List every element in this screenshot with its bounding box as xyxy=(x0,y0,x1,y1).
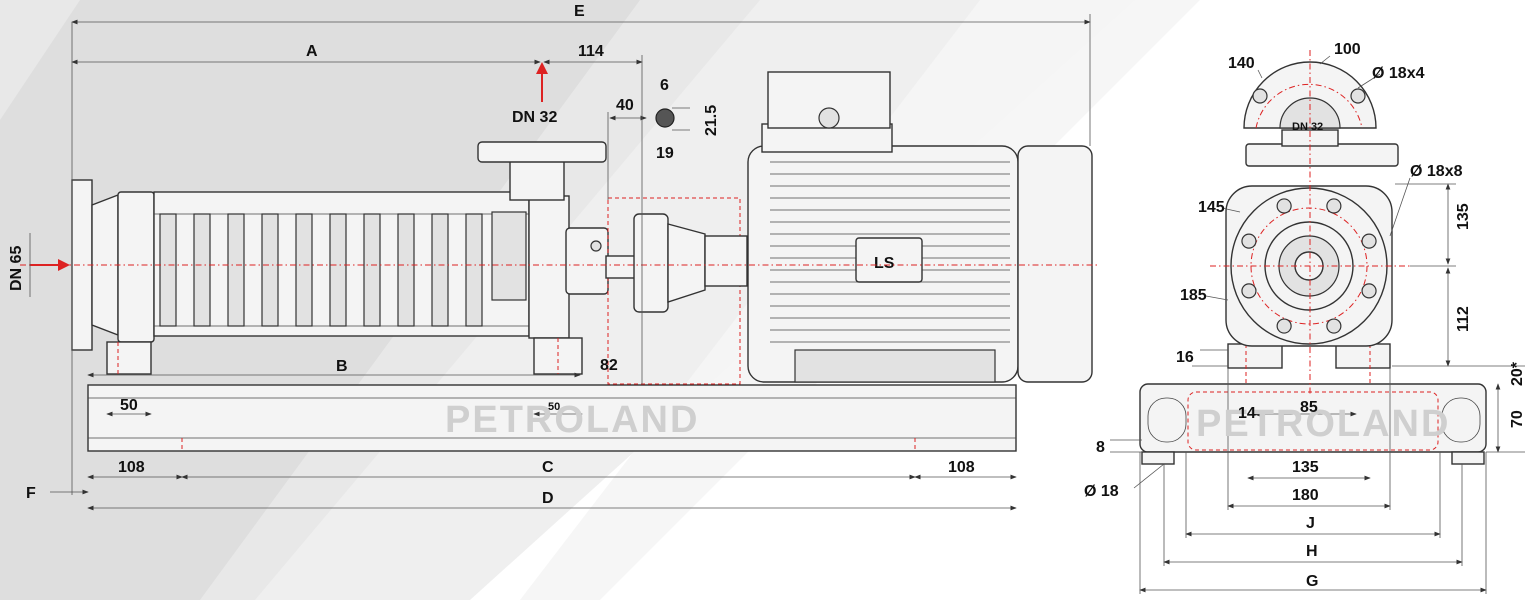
dim-base-hole: Ø 18 xyxy=(1084,483,1119,500)
side-dimension-lines xyxy=(29,14,1091,511)
dim-J: J xyxy=(1306,515,1315,532)
dim-shaft-len: 40 xyxy=(616,97,634,114)
label-inlet-dn: DN 65 xyxy=(8,246,25,291)
dim-8: 8 xyxy=(1096,439,1105,456)
dim-D: D xyxy=(542,490,554,507)
dim-100: 100 xyxy=(1334,41,1361,58)
pump-body xyxy=(117,141,609,343)
coupling xyxy=(605,197,748,385)
end-dimension-lines xyxy=(1110,55,1525,594)
dim-108-right: 108 xyxy=(948,459,975,476)
dim-C: C xyxy=(542,459,554,476)
dim-20: 20* xyxy=(1509,361,1526,386)
motor: LS xyxy=(747,71,1093,383)
end-feet xyxy=(1227,343,1391,384)
watermark-end: PETROLAND xyxy=(1196,403,1450,445)
dim-G: G xyxy=(1306,573,1318,590)
dim-A: A xyxy=(306,43,318,60)
dim-108-left: 108 xyxy=(118,459,145,476)
end-base xyxy=(1139,383,1487,465)
dim-F: F xyxy=(26,485,36,502)
dim-85: 85 xyxy=(1300,399,1318,416)
dim-185: 185 xyxy=(1180,287,1207,304)
dim-outlet-holes: Ø 18x4 xyxy=(1372,65,1425,82)
dim-B: B xyxy=(336,358,348,375)
end-outlet xyxy=(1210,50,1410,396)
dim-112: 112 xyxy=(1455,306,1472,332)
base-frame xyxy=(87,384,1017,452)
side-view: LS xyxy=(20,14,1100,511)
dim-145: 145 xyxy=(1198,199,1225,216)
dim-H: H xyxy=(1306,543,1318,560)
svg-text:LS: LS xyxy=(874,255,895,272)
end-view xyxy=(1110,50,1525,594)
dim-foot-left: 50 xyxy=(120,397,138,414)
dim-E: E xyxy=(574,3,585,20)
dim-inlet-holes: Ø 18x8 xyxy=(1410,163,1463,180)
dim-key-height: 21.5 xyxy=(703,105,720,136)
dim-135-vertical: 135 xyxy=(1455,203,1472,230)
dim-key-width: 6 xyxy=(660,77,669,94)
label-outlet-dn: DN 32 xyxy=(512,109,557,126)
dim-70: 70 xyxy=(1509,410,1526,428)
label-end-outlet: DN 32 xyxy=(1292,121,1323,133)
shaft-key-section xyxy=(655,108,675,128)
dim-foot-right: 50 xyxy=(548,401,560,413)
watermark-side: PETROLAND xyxy=(445,399,699,441)
dim-14: 14 xyxy=(1238,405,1256,422)
dim-135-horizontal: 135 xyxy=(1292,459,1319,476)
dim-16: 16 xyxy=(1176,349,1194,366)
dim-coupling-gap: 82 xyxy=(600,357,618,374)
labels: PETROLAND PETROLAND E A 114 DN 32 DN 65 … xyxy=(8,3,1526,590)
dim-140: 140 xyxy=(1228,55,1255,72)
dim-180: 180 xyxy=(1292,487,1319,504)
dim-shaft-dia: 19 xyxy=(656,145,674,162)
dim-114: 114 xyxy=(578,43,604,60)
